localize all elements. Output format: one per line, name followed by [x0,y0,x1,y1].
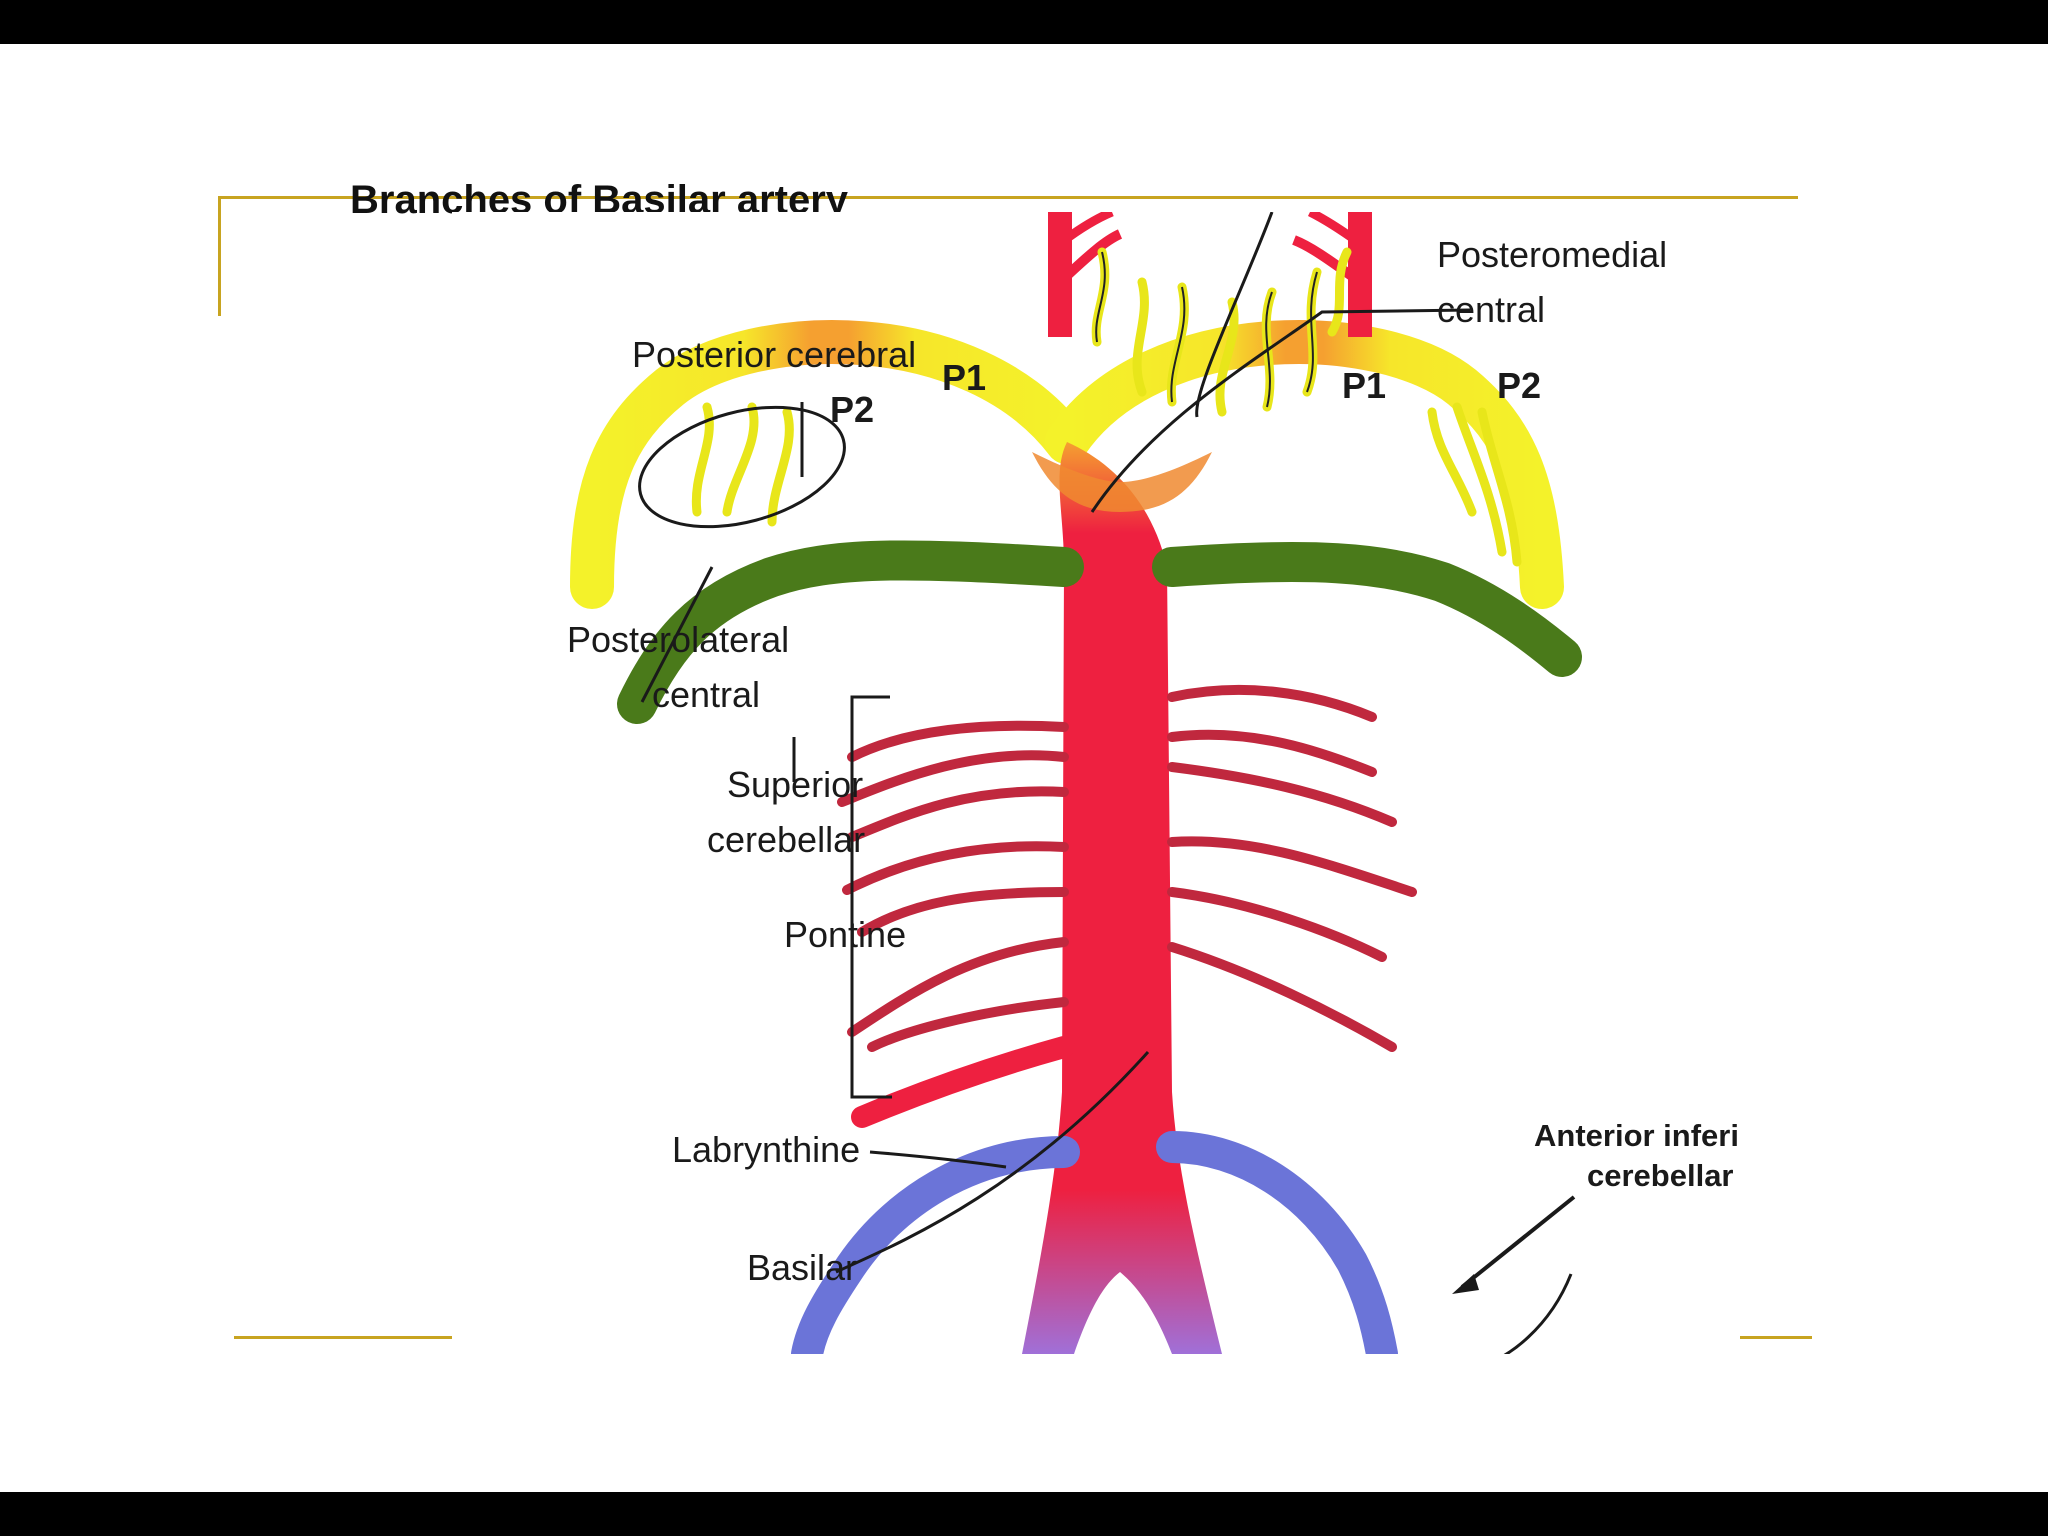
posteromedial-central-outlines [1095,251,1318,408]
basilar-bifurcation [1032,452,1212,512]
pontine-branches-left [837,720,1069,1052]
label-p1-right: P1 [1342,365,1386,406]
label-p1-left: P1 [942,357,986,398]
posterior-communicating-branches [1048,212,1372,337]
basilar-artery-diagram: Posteromedial central Posterior cerebral… [452,212,1740,1354]
label-superior-2: cerebellar [707,819,865,860]
posterolateral-central-branches-left [691,402,794,527]
label-p2-right: P2 [1497,365,1541,406]
leader-lines [638,212,1573,1354]
anterior-inferior-cerebellar-arteries [791,1131,1398,1354]
label-aica-2: cerebellar A. [1587,1158,1740,1193]
frame-top-rule [218,196,1798,199]
label-posteromedial-1: Posteromedial [1437,234,1667,275]
label-posterolateral-1: Posterolateral [567,619,789,660]
pontine-branches-right [1167,684,1417,1052]
frame-bottom-right-rule [1740,1336,1812,1339]
posterior-cerebral-arteries [570,320,1564,609]
label-labyrinthine: Labrynthine [672,1129,860,1170]
label-aica-1: Anterior inferior [1534,1118,1740,1153]
label-posteromedial-2: central [1437,289,1545,330]
label-basilar: Basilar [747,1247,857,1288]
labyrinthine-artery [851,1036,1075,1128]
aica-arrow [1452,1195,1576,1294]
frame-left-rule [218,196,221,316]
frame-bottom-left-rule [234,1336,454,1339]
label-superior-1: Superior [727,764,863,805]
label-posterior-cerebral: Posterior cerebral [632,334,916,375]
label-posterolateral-2: central [652,674,760,715]
label-p2-left: P2 [830,389,874,430]
label-pontine: Pontine [784,914,906,955]
posterior-cerebral-branches-right [1427,402,1522,567]
